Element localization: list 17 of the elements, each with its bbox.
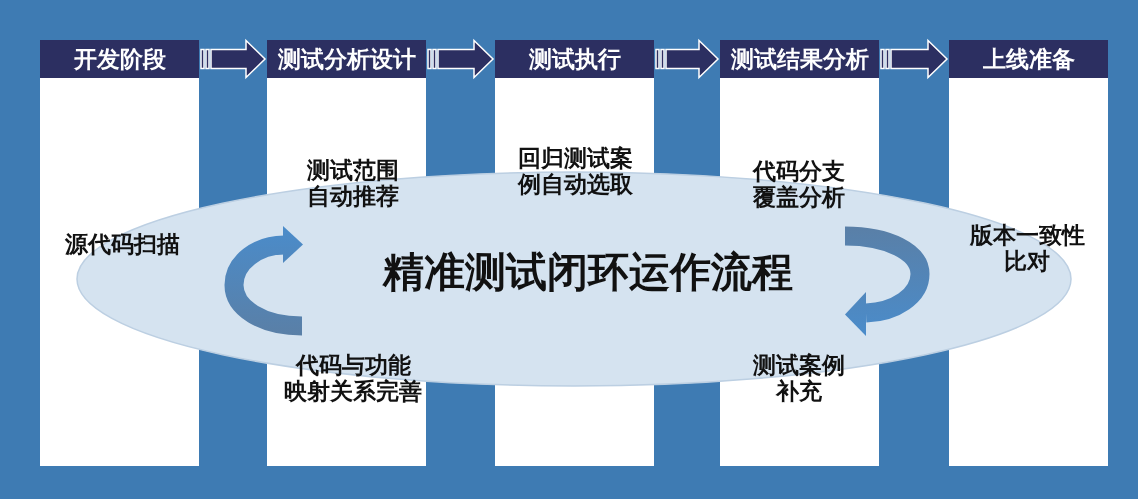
block-arrow xyxy=(880,38,949,80)
step-label: 回归测试案例自动选取 xyxy=(517,145,633,197)
block-arrow xyxy=(200,38,267,80)
stage-header: 上线准备 xyxy=(949,40,1108,78)
step-label: 测试范围自动推荐 xyxy=(307,157,399,209)
step-label: 源代码扫描 xyxy=(64,231,180,257)
cycle-title: 精准测试闭环运作流程 xyxy=(383,248,793,296)
block-arrow xyxy=(655,38,720,80)
step-label: 代码分支覆盖分析 xyxy=(753,158,845,210)
step-label: 代码与功能映射关系完善 xyxy=(284,352,422,404)
stage-header: 测试分析设计 xyxy=(267,40,426,78)
step-label: 测试案例补充 xyxy=(753,352,845,404)
block-arrow xyxy=(427,38,495,80)
stage-header: 开发阶段 xyxy=(40,40,199,78)
step-label: 版本一致性比对 xyxy=(969,222,1085,274)
stage-header: 测试结果分析 xyxy=(720,40,879,78)
stage-header: 测试执行 xyxy=(495,40,654,78)
